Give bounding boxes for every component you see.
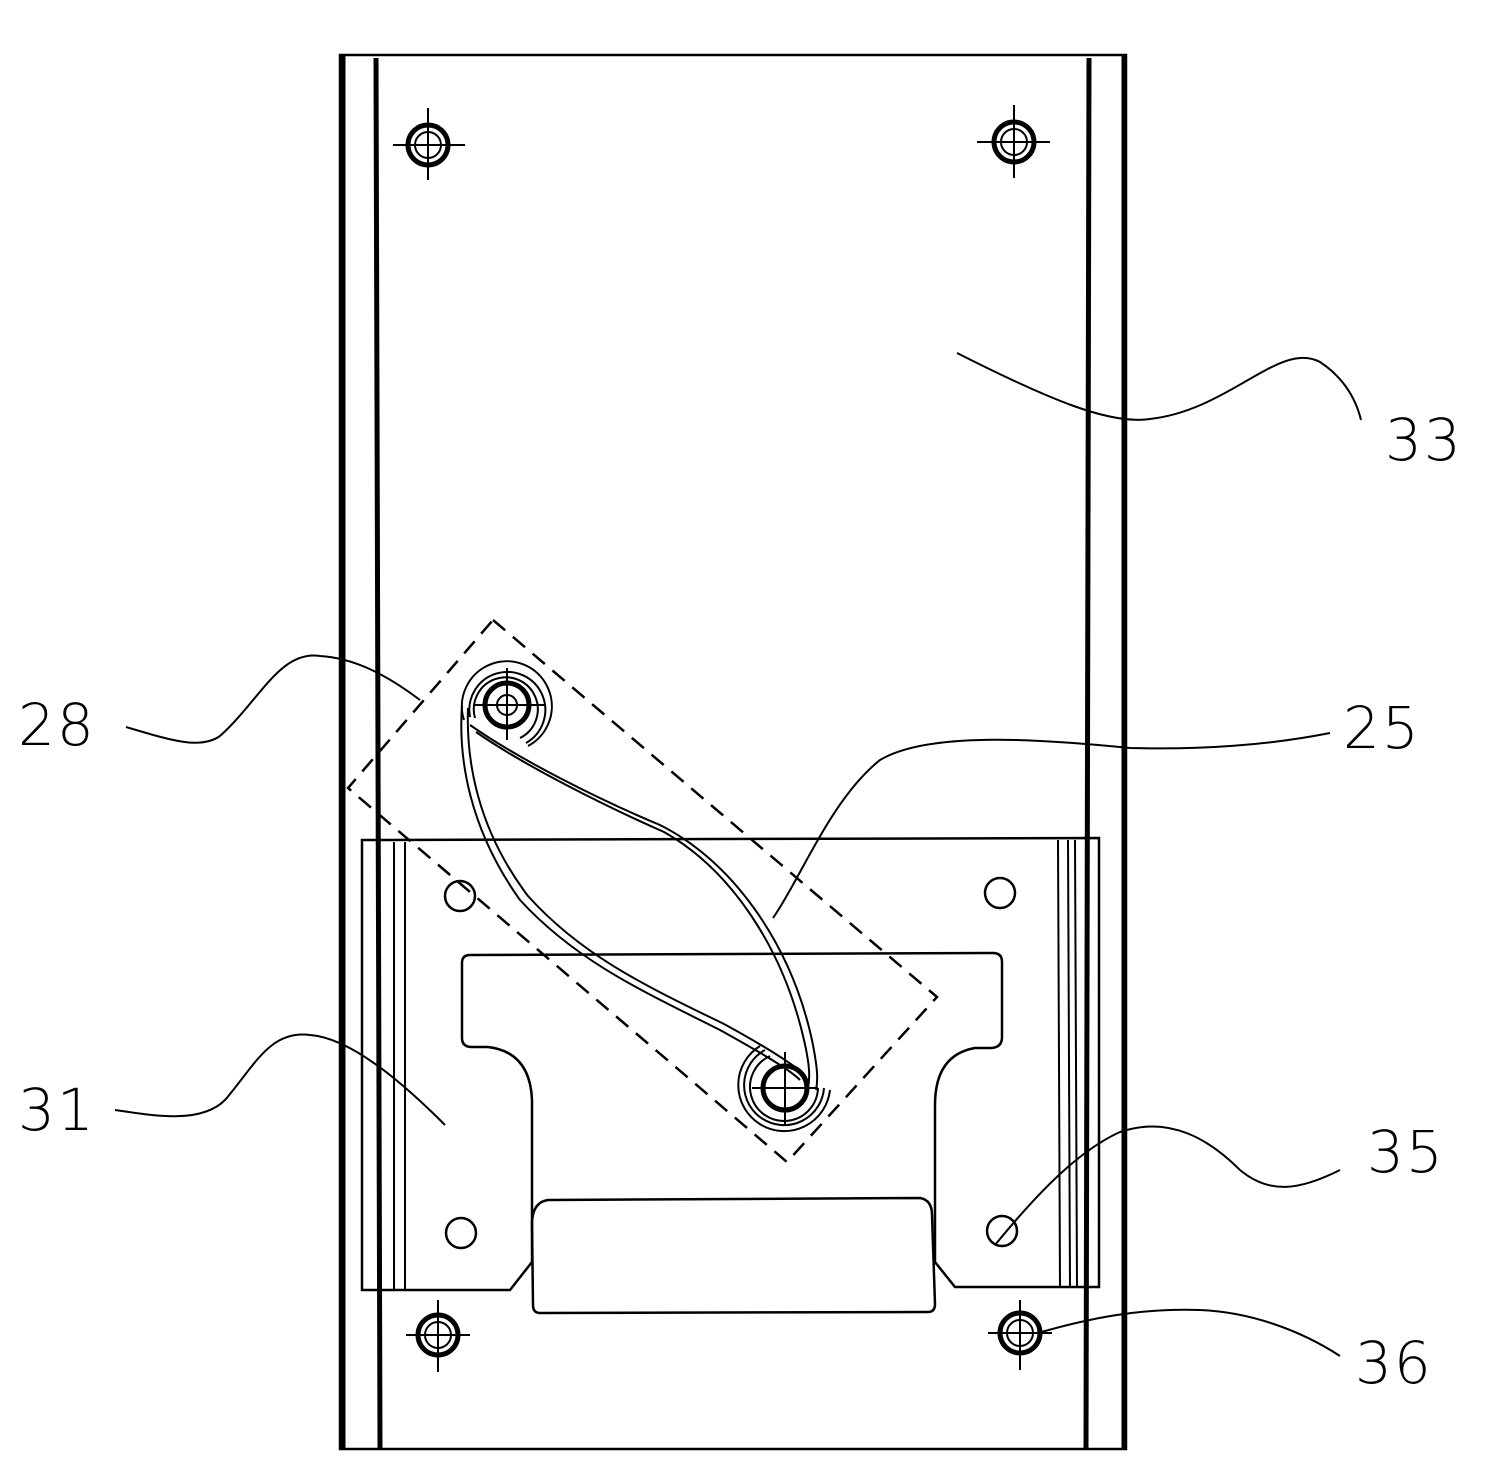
screw-top-right (977, 105, 1050, 178)
torsion-spring (460, 660, 831, 1133)
label-31: 31 (18, 1076, 96, 1144)
sliding-bracket (360, 836, 1101, 1315)
leader-35 (994, 1125, 1341, 1246)
screw-bottom-left (406, 1300, 470, 1372)
connector-slot (530, 1196, 937, 1315)
plate-right-rail (1083, 57, 1092, 1449)
bracket-hole-bottom-right (985, 1214, 1019, 1248)
leader-33 (956, 352, 1362, 421)
bracket-hole-top-left (443, 879, 477, 913)
label-36: 36 (1355, 1329, 1433, 1397)
leader-36 (1037, 1308, 1341, 1357)
label-33: 33 (1385, 406, 1463, 474)
bracket-hole-top-right (983, 876, 1017, 910)
label-28: 28 (18, 691, 96, 759)
spring-housing-outline (346, 618, 939, 1164)
leader-31 (114, 1033, 446, 1126)
plate-left-rail (373, 57, 383, 1449)
screw-top-left (393, 108, 465, 180)
label-35: 35 (1367, 1118, 1445, 1186)
bracket-hole-bottom-left (444, 1216, 478, 1250)
screw-bottom-right (988, 1300, 1052, 1370)
plate-outline (338, 53, 1128, 1451)
main-plate (338, 53, 1128, 1451)
leader-25 (772, 732, 1331, 919)
leader-lines (114, 352, 1362, 1357)
leader-28 (125, 654, 421, 744)
label-25: 25 (1343, 694, 1421, 762)
